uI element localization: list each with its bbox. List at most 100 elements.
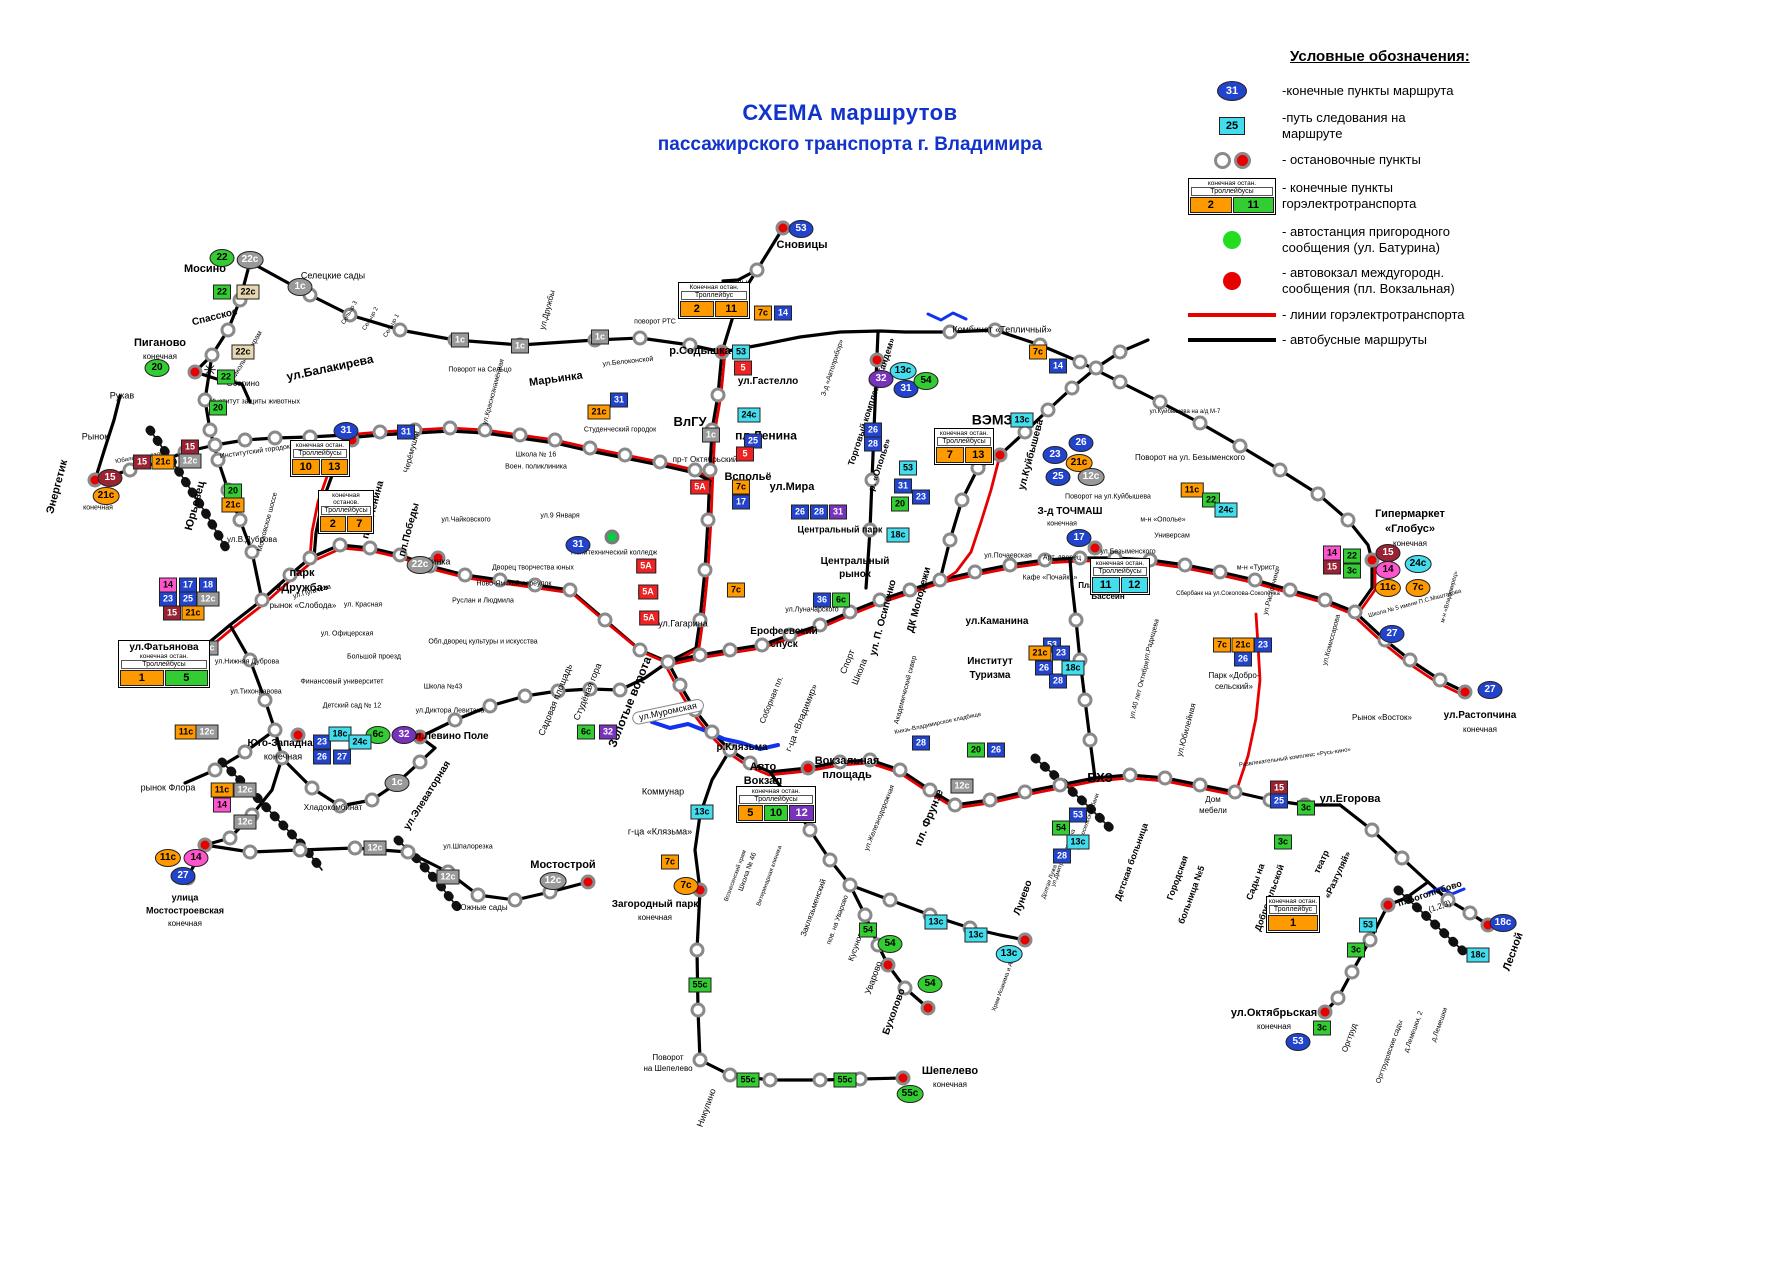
stop [692, 612, 708, 628]
map-label: ул.Безыменского [1100, 548, 1156, 556]
map-label: Комбинат «Тепличный» [952, 324, 1052, 335]
route-badge-15: 15 [97, 469, 123, 487]
map-label: ул.Мира [769, 481, 815, 494]
stop [660, 654, 676, 670]
map-label: Оборино [226, 378, 260, 388]
railway-ticks [1393, 885, 1469, 957]
map-label: Вокзал [743, 775, 783, 788]
route-badge-21с: 21с [151, 454, 175, 470]
route-badge-31: 31 [396, 424, 416, 440]
terminal-route-number: 11 [1092, 577, 1120, 593]
stop [1088, 360, 1104, 376]
terminal-stop [1457, 684, 1473, 700]
route-badge-22: 22 [212, 284, 232, 300]
legend: Условные обозначения: 31 -конечные пункт… [1182, 48, 1592, 357]
map-label: конечная [1392, 538, 1428, 548]
terminal-stop [880, 957, 896, 973]
map-label: ул. Красная [343, 601, 383, 609]
river [926, 311, 968, 322]
map-label: Ново-Ямской переулок [476, 580, 552, 588]
stop [700, 512, 716, 528]
route-badge-7с: 7с [660, 854, 680, 870]
map-label: Поворот на Сельцо [448, 366, 512, 374]
stop [1002, 557, 1018, 573]
stop [1040, 402, 1056, 418]
route-badge-5А: 5А [690, 479, 710, 495]
map-label: ВЭМЗ [971, 411, 1013, 428]
route-badge-6с: 6с [365, 726, 391, 744]
map-label: рынок [839, 568, 871, 580]
map-label: ул.Диктора Левитана [415, 707, 485, 715]
route-badge-28: 28 [911, 735, 931, 751]
map-label: Универсам [1154, 532, 1190, 540]
route-badge-12с: 12с [950, 778, 974, 794]
route-badge-55с: 55с [736, 1072, 760, 1088]
route-badge-12с: 12с [233, 814, 257, 830]
stop [1432, 672, 1448, 688]
route-badge-22с: 22с [231, 344, 255, 360]
stop [702, 462, 718, 478]
map-label: конечная [142, 351, 178, 361]
railway-ticks [1030, 753, 1115, 833]
route-badge-22: 22 [1342, 548, 1362, 564]
route-badge-12с: 12с [539, 872, 567, 890]
terminal-route-number: 5 [738, 805, 763, 821]
title-line2: пассажирского транспорта г. Владимира [657, 134, 1043, 155]
route-badge-1с: 1с [450, 332, 470, 348]
legend-item-trolleybus-lines: - линии горэлектротранспорта [1182, 307, 1592, 323]
terminal-stop [869, 352, 885, 368]
stop [347, 840, 363, 856]
stop [1157, 770, 1173, 786]
map-label: поворот РТС [634, 318, 676, 326]
route-badge-7с: 7с [673, 877, 699, 895]
terminal-stop [1017, 932, 1033, 948]
map-label: на Шепелево [643, 1063, 693, 1073]
bus-line [666, 660, 810, 774]
map-label: Институт защиты животных [210, 398, 300, 406]
map-label: конечная [83, 504, 113, 512]
route-badge-53: 53 [898, 460, 918, 476]
map-label: ✳ [203, 362, 217, 380]
route-badge-20: 20 [890, 496, 910, 512]
map-label: Детский сад № 12 [322, 702, 382, 710]
stop [942, 324, 958, 340]
stop [864, 472, 880, 488]
stop [207, 437, 223, 453]
terminal-route-number: 11 [714, 301, 748, 317]
route-path-badge-icon: 25 [1218, 117, 1246, 136]
stop [332, 537, 348, 553]
route-badge-1с: 1с [590, 329, 610, 345]
map-label: ул.Куйбышева на а/д М-7 [1149, 408, 1221, 415]
bus-line [693, 748, 732, 892]
route-terminal-badge-icon: 31 [1216, 81, 1248, 101]
stop [690, 1002, 706, 1018]
legend-item-suburban-station: - автостанция пригородного сообщения (ул… [1182, 224, 1592, 257]
stop [722, 642, 738, 658]
route-badge-12с: 12с [233, 782, 257, 798]
map-label: «Глобус» [1384, 523, 1436, 536]
trolleybus-line [939, 453, 1002, 584]
stop [1212, 564, 1228, 580]
map-label: г-ца «Клязьма» [627, 826, 693, 837]
stop [1247, 572, 1263, 588]
route-badge-18с: 18с [328, 726, 352, 742]
route-badge-13с: 13с [889, 362, 917, 380]
map-label: рынок Флора [140, 782, 196, 793]
stop [892, 762, 908, 778]
title-line1: СХЕМА маршрутов [742, 100, 958, 125]
stop [197, 392, 213, 408]
terminal-stop [895, 1070, 911, 1086]
route-badge-14: 14 [1048, 358, 1068, 374]
stop [1317, 592, 1333, 608]
stop [882, 892, 898, 908]
route-badge-55с: 55с [833, 1072, 857, 1088]
map-label: спуск [770, 638, 798, 650]
stop [1462, 905, 1478, 921]
map-label: Мостострой [530, 859, 596, 872]
map-label: Обл.дворец культуры и искусства [428, 638, 538, 646]
